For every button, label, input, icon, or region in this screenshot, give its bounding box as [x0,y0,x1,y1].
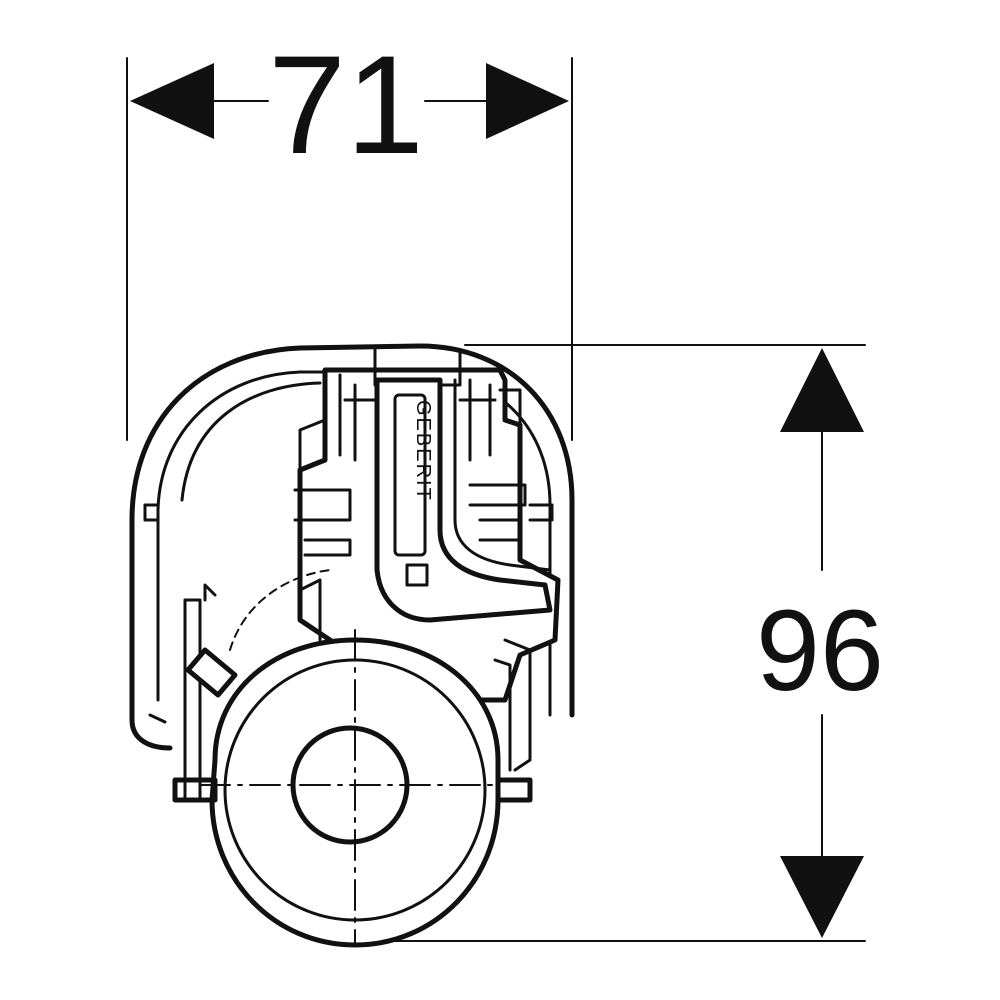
outlet-flange-left [172,777,218,803]
logo-text: GEBERIT [412,400,434,502]
width-dimension-label: 71 [268,26,424,183]
left-skirt [129,697,173,751]
left-skirt-inner [148,713,167,724]
logo-plate [393,393,427,557]
left-clip-lower [293,488,352,522]
height-arrow-bottom [780,856,864,938]
left-bracket-hook [203,583,217,602]
cap-frame-right [458,378,497,462]
right-clip-upper [498,388,522,432]
width-arrow-left [130,63,214,139]
housing-inner-arc [180,381,322,502]
stem-plate [374,377,553,623]
small-square [405,563,429,587]
cap-frame-left [338,373,377,462]
inner-dashed-arc [229,569,331,651]
left-bracket-lever [185,647,238,698]
height-arrow-top [780,348,864,432]
height-dimension-label: 96 [756,587,884,715]
left-clip-slot [303,538,352,557]
right-clip-lower [468,483,527,507]
right-clip-slot [478,518,522,542]
flow-channel [453,378,552,572]
width-dimension: 71 [126,26,573,441]
lower-body-right [503,638,532,772]
outlet-flange-right [495,777,533,803]
height-dimension: 96 [354,344,884,942]
valve-body: GEBERIT [129,343,575,948]
left-clip-upper [298,418,327,472]
width-arrow-right [486,63,569,139]
lower-body-right-inner [493,658,512,772]
right-tab [528,503,554,522]
lower-body-left [298,578,322,642]
left-tab [143,503,160,522]
